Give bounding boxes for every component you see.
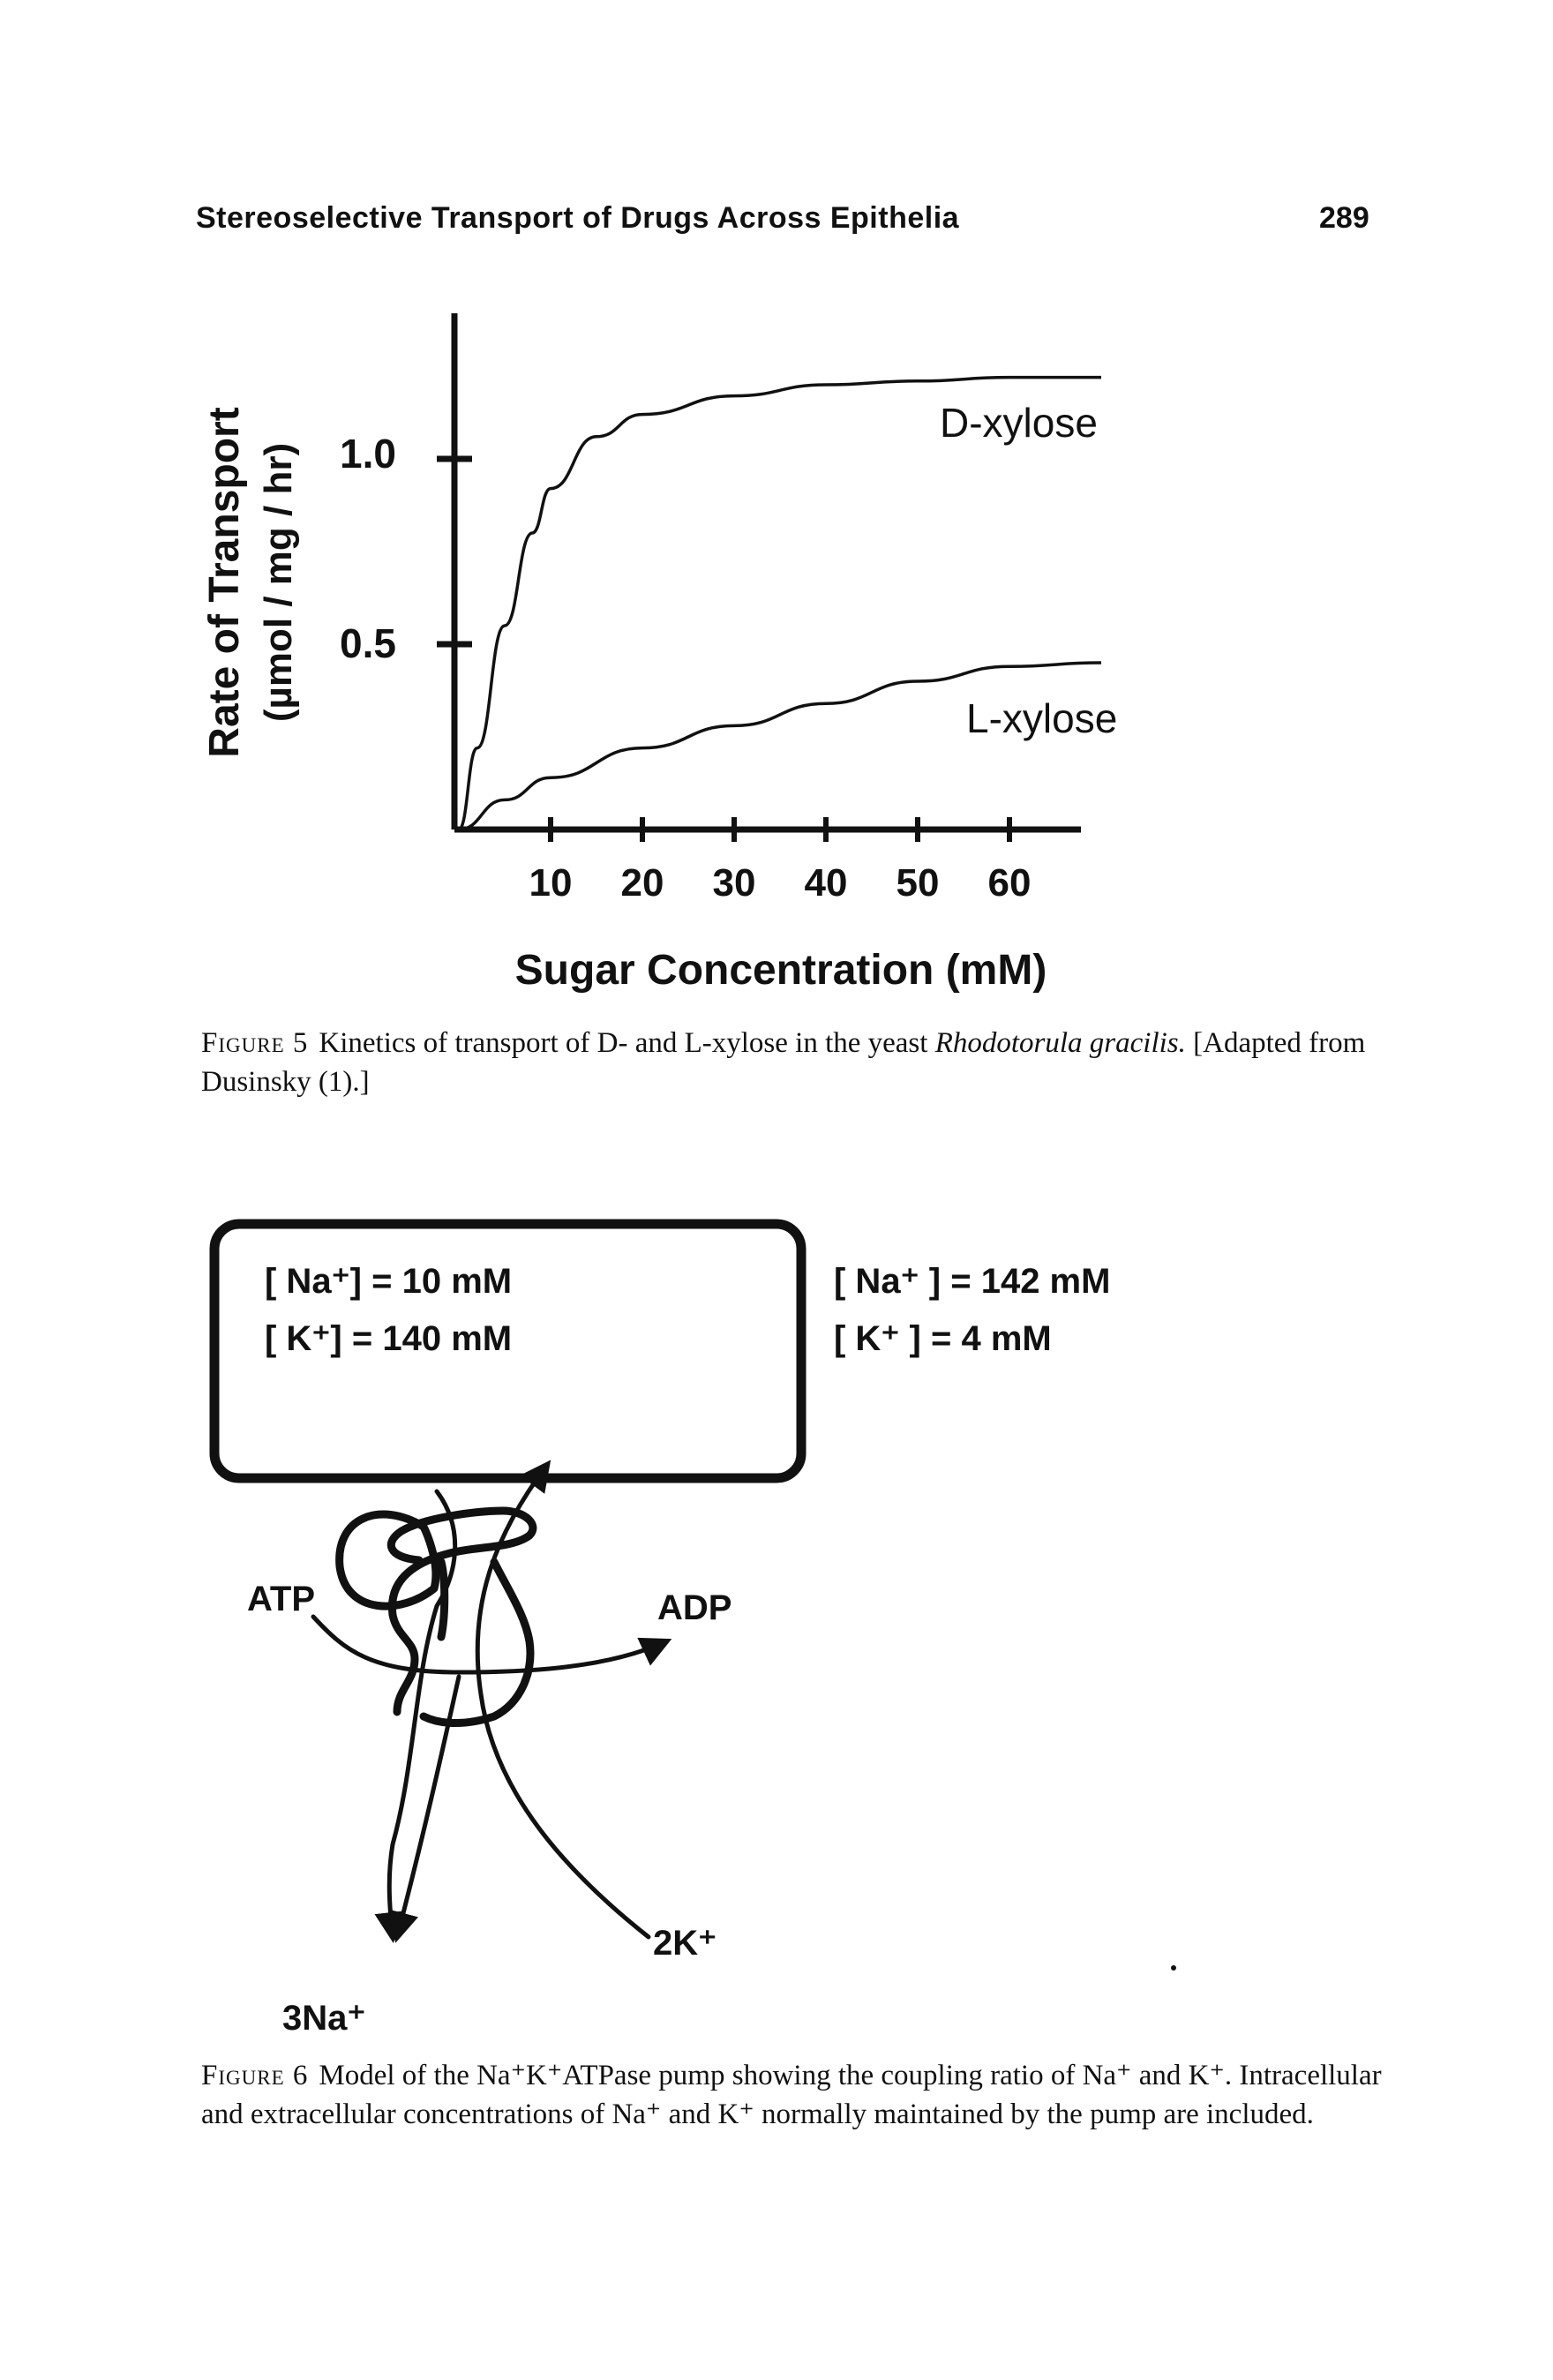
cell-membrane: [209, 1219, 807, 1483]
d-xylose-curve: [457, 375, 1101, 831]
figure-5-chart: Rate of Transport (µmol / mg / hr) 1.0 0…: [201, 313, 1117, 994]
na-exit-arrow: [389, 1489, 458, 1937]
extracellular-k-concentration: [ K⁺ ] = 4 mM: [834, 1319, 1052, 1358]
figure-5-label: Figure 5: [201, 1027, 309, 1059]
atp-label: ATP: [247, 1580, 315, 1618]
figure-5-caption-species: Rhodotorula gracilis.: [934, 1027, 1186, 1059]
sodium-ions-label: 3Na⁺: [282, 1999, 366, 2038]
x-tick-label: 30: [713, 861, 756, 905]
atp-adp-arrow: [311, 1614, 672, 1675]
y-axis-label: Rate of Transport: [201, 407, 248, 757]
pump-protein-body: [387, 1506, 537, 1727]
x-axis-label: Sugar Concentration (mM): [515, 947, 1047, 994]
y-axis-unit: (µmol / mg / hr): [257, 443, 300, 722]
figure-5-caption-source: [Adapted from Dusinsky (1).]: [201, 1027, 1366, 1098]
extracellular-na-concentration: [ Na⁺ ] = 142 mM: [834, 1262, 1110, 1301]
intracellular-k-concentration: [ K⁺] = 140 mM: [265, 1319, 512, 1358]
figure-6-label: Figure 6: [201, 2060, 309, 2091]
y-tick-label-1: 1.0: [340, 431, 396, 477]
na-exit-arrow-lower: [388, 1674, 461, 1943]
figure-5-caption-text: Kinetics of transport of D- and L-xylose…: [319, 1027, 935, 1059]
figure-5-caption: Figure 5 Kinetics of transport of D- and …: [201, 1024, 1401, 1101]
k-entry-arrow: [475, 1460, 651, 1940]
x-tick-label: 60: [988, 861, 1032, 905]
intracellular-na-concentration: [ Na⁺] = 10 mM: [265, 1262, 512, 1301]
adp-label: ADP: [657, 1588, 731, 1627]
x-tick-label: 40: [805, 861, 848, 905]
page-number: 289: [1319, 201, 1369, 235]
l-xylose-curve: [458, 661, 1102, 831]
x-tick-marks: [548, 817, 1012, 842]
potassium-ions-label: 2K⁺: [653, 1924, 716, 1963]
y-tick-label-05: 0.5: [340, 620, 396, 666]
stray-dot: [1171, 1965, 1176, 1971]
x-tick-label: 50: [897, 861, 940, 905]
y-tick-marks: [437, 455, 472, 648]
x-tick-label: 10: [529, 861, 573, 905]
x-tick-label: 20: [621, 861, 664, 905]
series-label-d-xylose: D-xylose: [940, 400, 1098, 446]
x-tick-labels: 10 20 30 40 50 60: [529, 861, 1032, 905]
series-label-l-xylose: L-xylose: [966, 695, 1117, 741]
figure-6-diagram: [ Na⁺] = 10 mM [ K⁺] = 140 mM [ Na⁺ ] = …: [209, 1219, 1176, 2038]
figure-6-caption-text: Model of the Na⁺K⁺ATPase pump showing th…: [201, 2060, 1382, 2130]
running-head: Stereoselective Transport of Drugs Acros…: [196, 201, 960, 235]
